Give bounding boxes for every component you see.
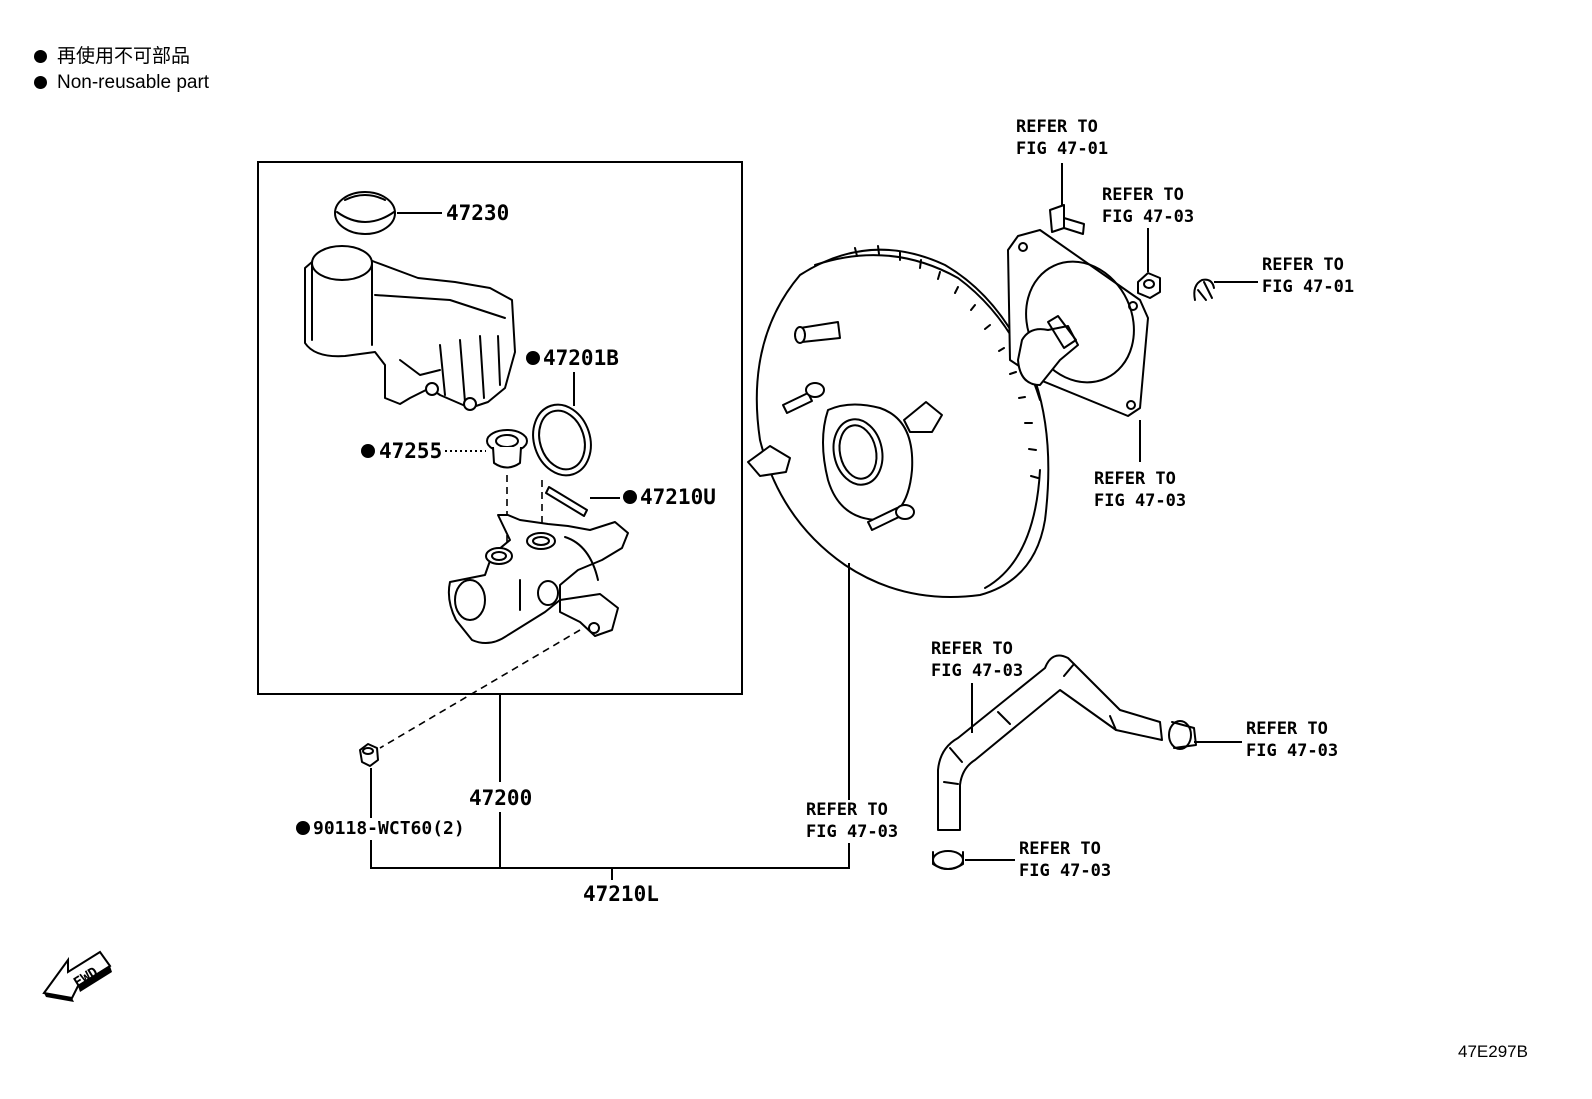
figure-code: 47E297B [1458, 1042, 1528, 1061]
svg-text:REFER TO: REFER TO [1102, 185, 1184, 205]
reservoir-illustration [304, 245, 516, 411]
ref-fig-47-03-gasket[interactable]: FIG 47-03 [1094, 491, 1186, 511]
clip-illustration [1193, 278, 1215, 301]
master-cylinder-illustration [447, 514, 629, 645]
ref-fig-47-03-clamp-bottom[interactable]: FIG 47-03 [1019, 861, 1111, 881]
hose-clamp-illustration [932, 850, 964, 870]
part-number-47210l[interactable]: 47210L [583, 882, 659, 906]
brake-booster-illustration [747, 245, 1050, 598]
fwd-arrow-icon: FWD [42, 950, 112, 1002]
part-number-47200[interactable]: 47200 [469, 786, 532, 810]
non-reusable-marker-icon [34, 76, 47, 89]
svg-text:REFER TO: REFER TO [806, 800, 888, 820]
vacuum-hose-illustration [937, 654, 1163, 831]
ref-fig-47-03-booster[interactable]: FIG 47-03 [806, 822, 898, 842]
svg-text:REFER TO: REFER TO [1016, 117, 1098, 137]
non-reusable-marker-icon [296, 821, 310, 835]
ref-fig-47-03-clamp-right[interactable]: FIG 47-03 [1246, 741, 1338, 761]
flange-nut-illustration [1137, 272, 1161, 299]
svg-text:REFER TO: REFER TO [1246, 719, 1328, 739]
nut-illustration [359, 743, 379, 767]
legend-en: Non-reusable part [34, 72, 209, 94]
legend-jp: 再使用不可部品 [34, 46, 190, 68]
gasket-plate-illustration [1007, 229, 1149, 417]
ref-fig-47-03-hose[interactable]: FIG 47-03 [931, 661, 1023, 681]
non-reusable-marker-icon [34, 50, 47, 63]
hose-clamp-illustration [1168, 720, 1197, 750]
part-number-47230[interactable]: 47230 [446, 201, 509, 225]
o-ring-illustration [532, 403, 592, 477]
part-number-90118[interactable]: 90118-WCT60(2) [313, 818, 465, 839]
ref-fig-47-01-clip[interactable]: FIG 47-01 [1262, 277, 1354, 297]
svg-text:REFER TO: REFER TO [931, 639, 1013, 659]
bolt-illustration [1049, 204, 1085, 235]
non-reusable-marker-icon [526, 351, 540, 365]
part-number-47210u[interactable]: 47210U [640, 485, 716, 509]
non-reusable-marker-icon [623, 490, 637, 504]
leader-47210l-bracket [370, 840, 850, 869]
svg-text:REFER TO: REFER TO [1262, 255, 1344, 275]
svg-text:REFER TO: REFER TO [1019, 839, 1101, 859]
reservoir-cap-illustration [334, 191, 396, 235]
part-number-47255[interactable]: 47255 [379, 439, 442, 463]
pin-illustration [545, 486, 588, 517]
part-number-47201b[interactable]: 47201B [543, 346, 619, 370]
svg-text:REFER TO: REFER TO [1094, 469, 1176, 489]
grommet-illustration [486, 429, 528, 469]
non-reusable-marker-icon [361, 444, 375, 458]
ref-fig-47-01-bolt[interactable]: FIG 47-01 [1016, 139, 1108, 159]
ref-fig-47-03-nut[interactable]: FIG 47-03 [1102, 207, 1194, 227]
